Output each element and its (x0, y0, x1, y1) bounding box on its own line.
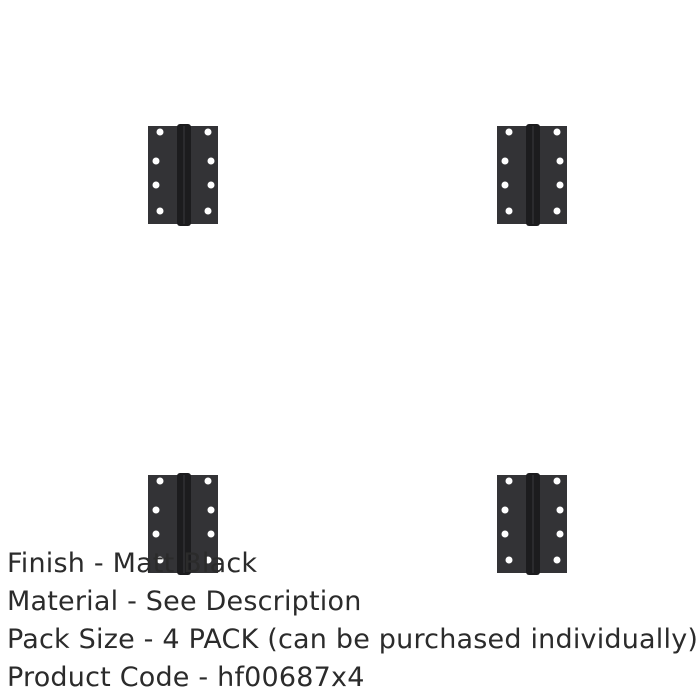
spec-product-code: Product Code - hf00687x4 (7, 662, 365, 693)
hinge-icon (148, 124, 219, 226)
spec-pack-size: Pack Size - 4 PACK (can be purchased ind… (7, 624, 699, 655)
spec-material: Material - See Description (7, 586, 362, 617)
hinge-icon (497, 124, 568, 226)
product-specs: Finish - Matt Black Material - See Descr… (7, 545, 698, 697)
spec-finish: Finish - Matt Black (7, 548, 258, 579)
